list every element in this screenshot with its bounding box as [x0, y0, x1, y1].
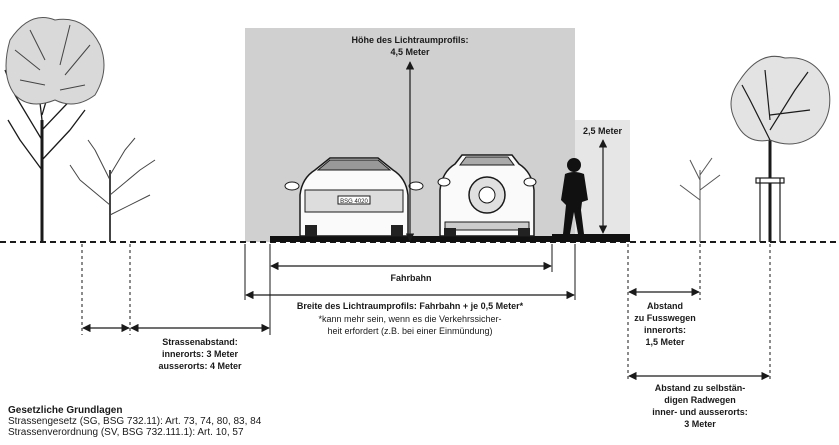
car-rear-icon: [437, 154, 537, 237]
strassen-line2: innerorts: 3 Meter: [161, 349, 239, 359]
legal-title: Gesetzliche Grundlagen: [8, 405, 123, 416]
bare-tree-icon: [69, 137, 156, 242]
fussweg-label: Abstand zu Fusswegen innerorts: 1,5 Mete…: [620, 300, 710, 348]
right-tree-icon: [730, 55, 831, 242]
left-tree-icon: [4, 17, 105, 242]
road-surface: [270, 236, 552, 242]
height-label: Höhe des Lichtraumprofils: 4,5 Meter: [300, 34, 520, 58]
legal-line2: Strassenverordnung (SV, BSG 732.111.1): …: [8, 427, 244, 438]
strassen-line1: Strassenabstand:: [162, 337, 238, 347]
pedestrian-icon: [561, 158, 588, 234]
fuss-line2: zu Fusswegen: [634, 313, 696, 323]
right-small-tree-icon: [679, 157, 721, 242]
fuss-line4: 1,5 Meter: [645, 337, 685, 347]
legal-line1: Strassengesetz (SG, BSG 732.11): Art. 73…: [8, 416, 262, 427]
footnote: *kann mehr sein, wenn es die Verkehrssic…: [290, 313, 530, 337]
guide-lines: [81, 244, 771, 380]
strassenabstand-label: Strassenabstand: innerorts: 3 Meter auss…: [130, 336, 270, 372]
fuss-line1: Abstand: [647, 301, 683, 311]
car-front-icon: BSG 4020: [284, 157, 424, 237]
fahrbahn-label: Fahrbahn: [390, 273, 432, 283]
radweg-label: Abstand zu selbstän- digen Radwegen inne…: [630, 382, 770, 430]
strassen-line3: ausserorts: 4 Meter: [158, 361, 242, 371]
rad-line2: digen Radwegen: [664, 395, 736, 405]
height-label-line1: Höhe des Lichtraumprofils:: [351, 35, 469, 45]
car-plate: BSG 4020: [340, 199, 368, 205]
breite-label: Breite des Lichtraumprofils: Fahrbahn + …: [296, 301, 524, 311]
footnote-line2: heit erfordert (z.B. bei einer Einmündun…: [327, 326, 493, 336]
legal-basis: Gesetzliche Grundlagen Strassengesetz (S…: [8, 405, 348, 438]
fuss-line3: innerorts:: [643, 325, 686, 335]
ped-height-label: 2,5 Meter: [582, 126, 623, 136]
sidewalk-surface: [552, 234, 630, 242]
rad-line1: Abstand zu selbstän-: [654, 383, 746, 393]
height-label-line2: 4,5 Meter: [390, 47, 430, 57]
footnote-line1: *kann mehr sein, wenn es die Verkehrssic…: [318, 314, 502, 324]
rad-line3: inner- und ausserorts:: [652, 407, 748, 417]
rad-line4: 3 Meter: [684, 419, 716, 429]
